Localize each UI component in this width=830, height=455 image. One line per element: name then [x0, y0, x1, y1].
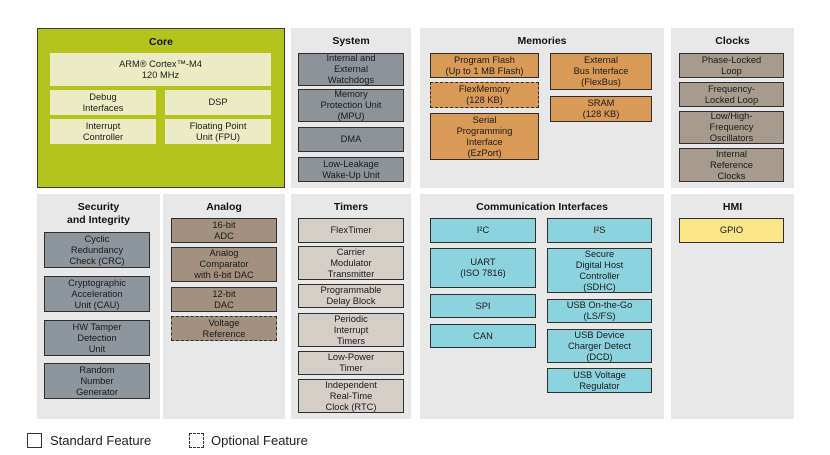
feature-block-communication: Secure Digital Host Controller (SDHC)	[547, 248, 652, 293]
feature-block-communication: USB On-the-Go (LS/FS)	[547, 299, 652, 323]
feature-block-communication: USB Voltage Regulator	[547, 368, 652, 393]
feature-block-analog: Analog Comparator with 6-bit DAC	[171, 247, 277, 282]
feature-block-system: Internal and External Watchdogs	[298, 53, 404, 86]
feature-block-timers: Programmable Delay Block	[298, 284, 404, 308]
feature-block-clocks: Internal Reference Clocks	[679, 148, 784, 182]
feature-block-memories: SRAM (128 KB)	[550, 96, 652, 122]
feature-block-memories: External Bus Interface (FlexBus)	[550, 53, 652, 90]
feature-block-system: DMA	[298, 127, 404, 152]
panel-title-clocks: Clocks	[715, 35, 750, 47]
panel-title-timers: Timers	[333, 201, 369, 213]
feature-block-communication: UART (ISO 7816)	[430, 248, 536, 288]
feature-block-communication: CAN	[430, 324, 536, 348]
feature-block-core: ARM® Cortex™-M4 120 MHz	[50, 53, 271, 86]
panel-title-security: Security and Integrity	[66, 201, 130, 226]
feature-block-system: Memory Protection Unit (MPU)	[298, 89, 404, 122]
feature-block-security: Random Number Generator	[44, 363, 150, 399]
feature-block-core: DSP	[165, 90, 271, 115]
feature-block-hmi: GPIO	[679, 218, 784, 243]
feature-block-clocks: Low/High- Frequency Oscillators	[679, 111, 784, 144]
feature-block-core: Debug Interfaces	[50, 90, 156, 115]
legend-optional-label: Optional Feature	[211, 433, 308, 448]
legend-standard-label: Standard Feature	[50, 433, 152, 448]
feature-block-memories: Program Flash (Up to 1 MB Flash)	[430, 53, 539, 78]
feature-block-core: Floating Point Unit (FPU)	[165, 119, 271, 144]
standard-feature-swatch	[27, 433, 42, 448]
feature-block-security: HW Tamper Detection Unit	[44, 320, 150, 356]
feature-block-analog: 16-bit ADC	[171, 218, 277, 243]
feature-block-memories: Serial Programming Interface (EzPort)	[430, 113, 539, 160]
feature-block-security: Cyclic Redundancy Check (CRC)	[44, 232, 150, 268]
feature-block-communication: SPI	[430, 294, 536, 318]
feature-block-core: Interrupt Controller	[50, 119, 156, 144]
panel-title-hmi: HMI	[722, 201, 743, 213]
feature-block-communication: I²S	[547, 218, 652, 243]
panel-title-communication: Communication Interfaces	[476, 201, 608, 213]
feature-block-timers: Carrier Modulator Transmitter	[298, 246, 404, 280]
feature-block-timers: FlexTimer	[298, 218, 404, 243]
feature-block-timers: Independent Real-Time Clock (RTC)	[298, 379, 404, 413]
optional-feature-block-analog: Voltage Reference	[171, 316, 277, 341]
feature-block-timers: Low-Power Timer	[298, 351, 404, 375]
feature-block-communication: USB Device Charger Detect (DCD)	[547, 329, 652, 363]
panel-title-memories: Memories	[517, 35, 567, 47]
panel-title-system: System	[332, 35, 370, 47]
panel-title-core: Core	[149, 36, 173, 48]
optional-feature-block-memories: FlexMemory (128 KB)	[430, 82, 539, 108]
feature-block-timers: Periodic Interrupt Timers	[298, 313, 404, 347]
optional-feature-swatch	[189, 433, 204, 448]
feature-block-clocks: Frequency- Locked Loop	[679, 82, 784, 107]
feature-block-system: Low-Leakage Wake-Up Unit	[298, 157, 404, 182]
feature-block-communication: I²C	[430, 218, 536, 243]
feature-block-analog: 12-bit DAC	[171, 287, 277, 312]
feature-block-security: Cryptographic Acceleration Unit (CAU)	[44, 276, 150, 312]
feature-block-clocks: Phase-Locked Loop	[679, 53, 784, 78]
panel-title-analog: Analog	[206, 201, 242, 213]
